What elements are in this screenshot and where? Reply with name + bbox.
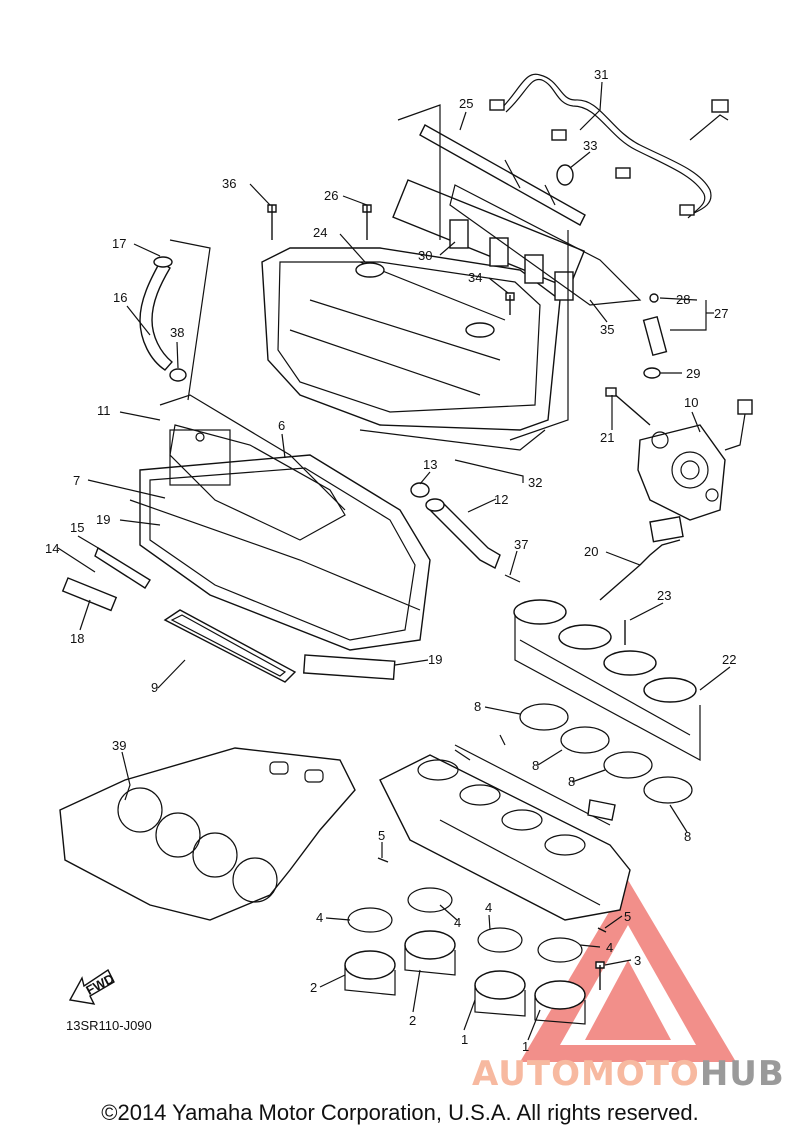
callout-16: 16	[113, 290, 127, 305]
grommet	[556, 164, 574, 186]
callout-15: 15	[70, 520, 84, 535]
callout-9: 9	[151, 680, 158, 695]
fuel-rail-assembly	[392, 124, 642, 306]
callout-39: 39	[112, 738, 126, 753]
sealing-strip-right	[302, 654, 396, 680]
intake-joints	[344, 930, 586, 1025]
air-filter-box	[129, 394, 431, 651]
callout-4a: 4	[316, 910, 323, 925]
o-rings	[519, 703, 693, 804]
callout-34: 34	[468, 270, 482, 285]
callout-13: 13	[423, 457, 437, 472]
callout-29: 29	[686, 366, 700, 381]
fuel-injector	[642, 293, 668, 379]
injector-wire-harness	[489, 73, 729, 219]
callout-22: 22	[722, 652, 736, 667]
callout-18: 18	[70, 631, 84, 646]
screw-5-right	[597, 927, 607, 933]
screw-5-left	[377, 857, 389, 863]
cover-gasket	[359, 429, 546, 451]
callout-19a: 19	[96, 512, 110, 527]
intake-hose	[410, 482, 521, 583]
callout-6: 6	[278, 418, 285, 433]
callout-27: 27	[714, 306, 728, 321]
intake-plate	[59, 747, 356, 921]
callout-32: 32	[528, 475, 542, 490]
callout-38: 38	[170, 325, 184, 340]
automotohub-logo-triangle	[520, 880, 736, 1062]
callout-28: 28	[676, 292, 690, 307]
breather-hose	[139, 256, 187, 382]
callout-5b: 5	[624, 909, 631, 924]
watermark-part2: HUB	[699, 1054, 785, 1094]
screw-3	[595, 961, 605, 990]
callout-1b: 1	[522, 1039, 529, 1054]
bracket	[94, 546, 151, 589]
callout-36: 36	[222, 176, 236, 191]
callout-14: 14	[45, 541, 59, 556]
drawing-code: 13SR110-J090	[66, 1018, 152, 1033]
callout-8c: 8	[568, 774, 575, 789]
callout-24: 24	[313, 225, 327, 240]
reference-lines	[169, 104, 569, 761]
callout-8b: 8	[532, 758, 539, 773]
callout-11: 11	[97, 403, 111, 418]
callout-3: 3	[634, 953, 641, 968]
throttle-position-module	[605, 387, 753, 521]
fwd-label: FWD	[83, 971, 116, 998]
sealing-strip-left	[61, 577, 118, 612]
throttle-body-assembly	[379, 734, 631, 921]
forward-arrow-icon: FWD	[68, 968, 117, 1005]
filter-gasket	[163, 609, 297, 683]
callout-2a: 2	[310, 980, 317, 995]
screws	[267, 204, 515, 315]
callout-4c: 4	[485, 900, 492, 915]
watermark-text: AUTOMOTOHUB	[472, 1054, 785, 1094]
callout-5a: 5	[378, 828, 385, 843]
callout-19b: 19	[428, 652, 442, 667]
callout-10: 10	[684, 395, 698, 410]
callout-31: 31	[594, 67, 608, 82]
watermark-part1: AUTOMOTO	[472, 1054, 700, 1094]
callout-35: 35	[600, 322, 614, 337]
air-box-cover	[261, 247, 561, 431]
callout-8d: 8	[684, 829, 691, 844]
leader-lines	[57, 81, 731, 1041]
callout-37: 37	[514, 537, 528, 552]
callout-25: 25	[459, 96, 473, 111]
callout-7: 7	[73, 473, 80, 488]
callout-33: 33	[583, 138, 597, 153]
callout-17: 17	[112, 236, 126, 251]
callout-4d: 4	[606, 940, 613, 955]
callout-labels: 1 1 1 2 2 3 4 4 4 4 4 5 5 6 7 8 8 8 8 9 …	[45, 67, 736, 1054]
velocity-stack-assembly	[513, 515, 701, 762]
callout-30: 30	[418, 248, 432, 263]
callout-8a: 8	[474, 699, 481, 714]
callout-2b: 2	[409, 1013, 416, 1028]
callout-26: 26	[324, 188, 338, 203]
callout-20: 20	[584, 544, 598, 559]
copyright-notice: ©2014 Yamaha Motor Corporation, U.S.A. A…	[101, 1100, 699, 1125]
callout-21: 21	[600, 430, 614, 445]
callout-12: 12	[494, 492, 508, 507]
callout-23: 23	[657, 588, 671, 603]
callout-1a: 1	[461, 1032, 468, 1047]
callout-4b: 4	[454, 915, 461, 930]
